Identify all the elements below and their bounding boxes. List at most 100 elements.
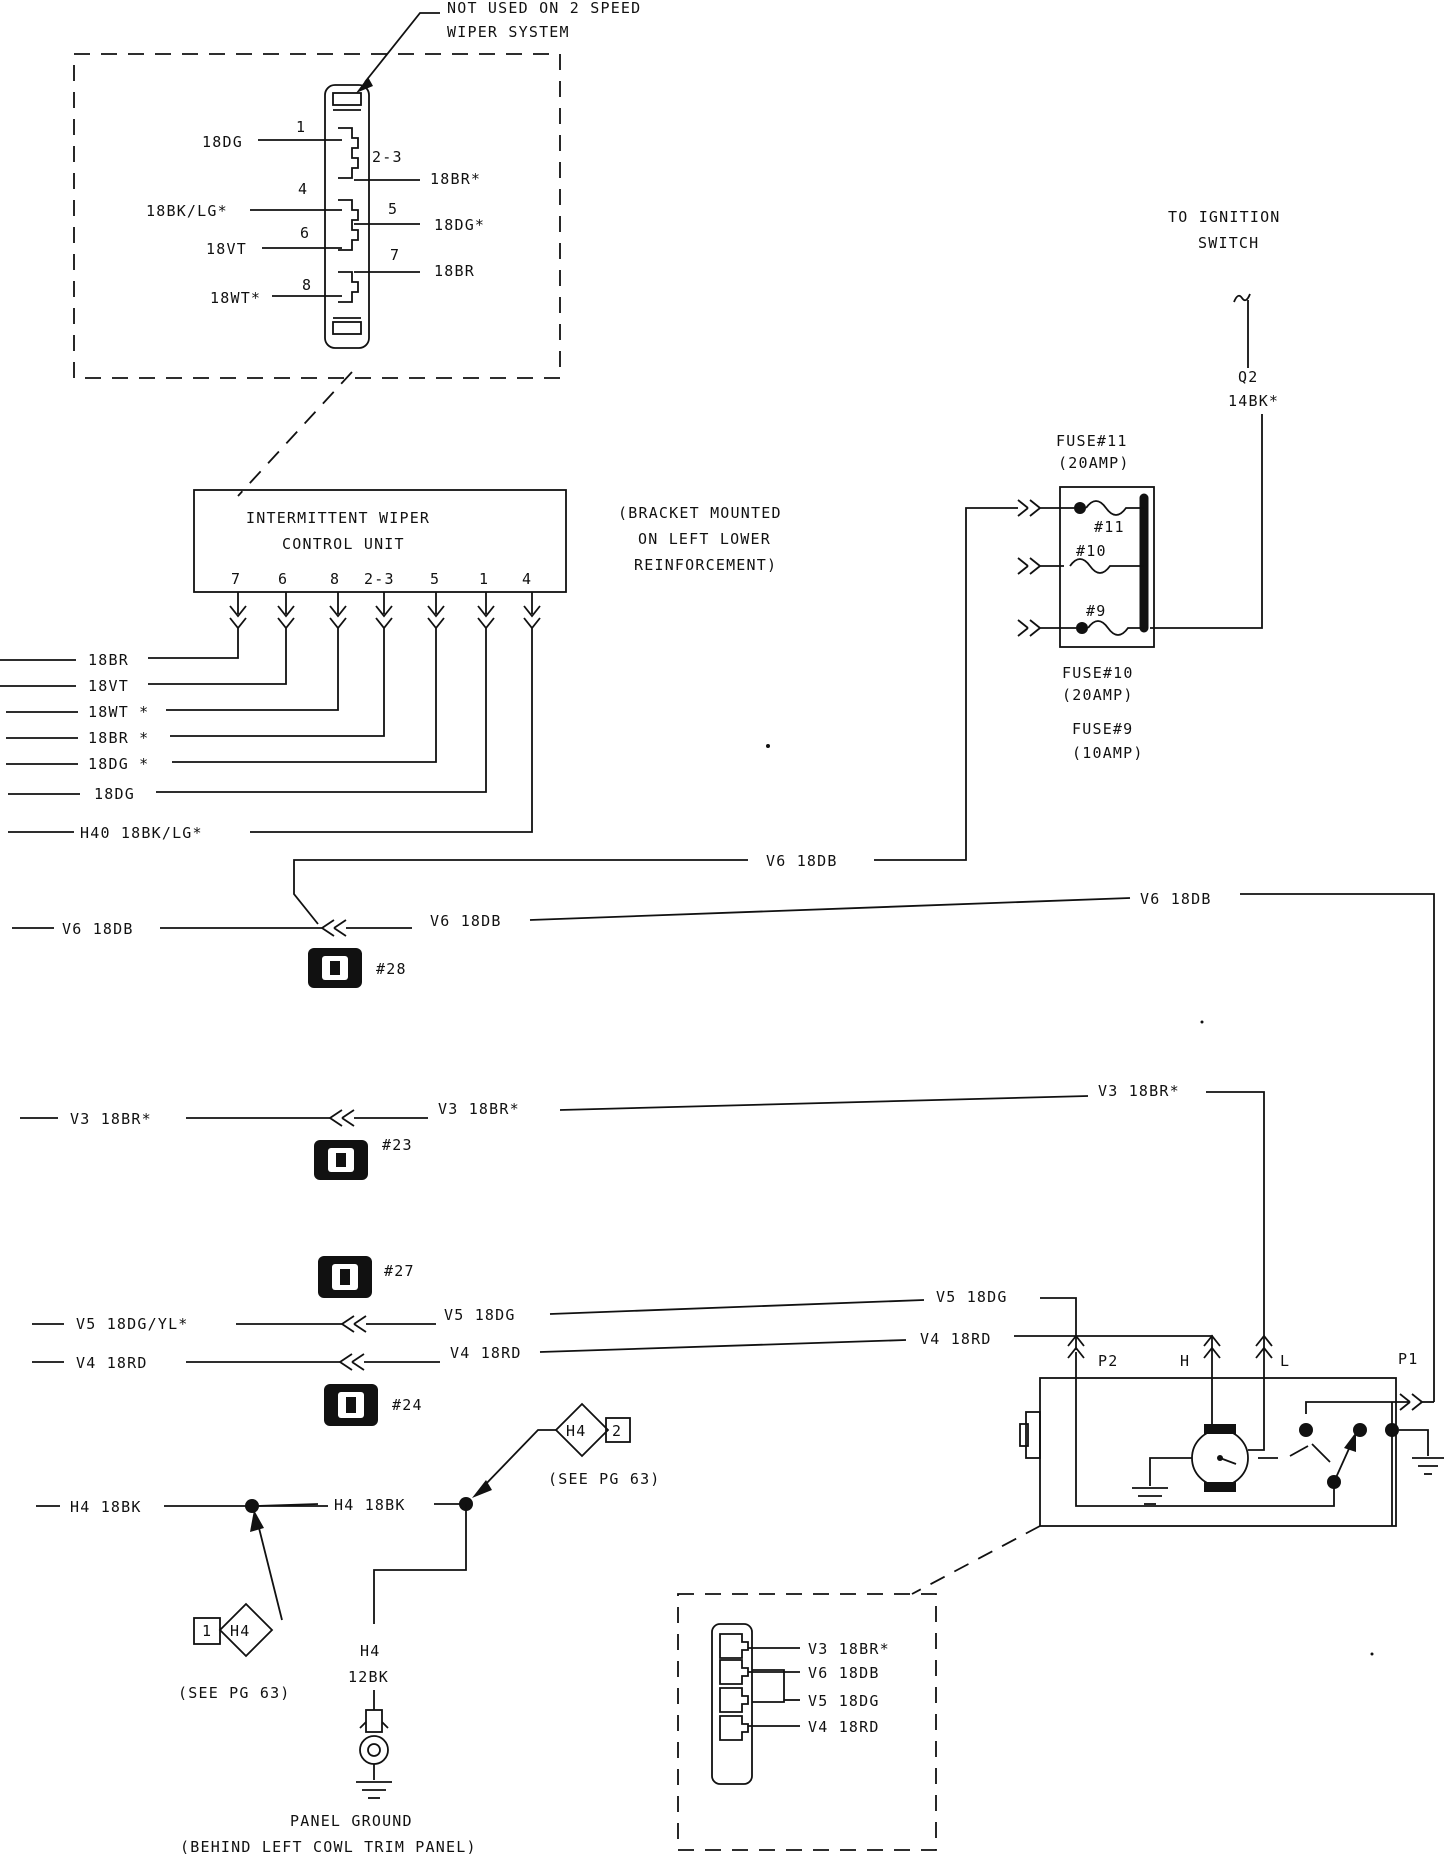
wire-label: V4 18RD — [76, 1354, 148, 1372]
bracket-note: (BRACKET MOUNTED ON LEFT LOWER REINFORCE… — [618, 504, 782, 574]
wire-label: V4 18RD — [450, 1344, 522, 1362]
wire-label: V6 18DB — [1140, 890, 1212, 908]
wire-label: V4 18RD — [920, 1330, 992, 1348]
wire-label: V3 18BR* — [438, 1100, 520, 1118]
note-text: (BRACKET MOUNTED — [618, 504, 782, 522]
ignition-switch-note: TO IGNITION SWITCH Q2 14BK* — [1150, 208, 1281, 629]
reference-note: (SEE PG 63) — [548, 1470, 661, 1488]
terminal-label: H — [1180, 1352, 1190, 1370]
wire-label: V3 18BR* — [70, 1110, 152, 1128]
fuse-number: #11 — [1094, 518, 1125, 536]
terminal-number: 5 — [430, 570, 440, 588]
pin-wire: V4 18RD — [808, 1718, 880, 1736]
splice-label: H4 — [566, 1422, 586, 1440]
pin-number: 8 — [302, 276, 312, 294]
wire-label: 12BK — [348, 1668, 389, 1686]
v3-circuit: V3 18BR* V3 18BR* V3 18BR* — [20, 1082, 1265, 1352]
pin-wire: V3 18BR* — [808, 1640, 890, 1658]
fuse-label: (10AMP) — [1072, 744, 1144, 762]
wire-label: V5 18DG — [936, 1288, 1008, 1306]
terminal-label: P1 — [1398, 1350, 1418, 1368]
wire-label: 18VT — [88, 677, 129, 695]
wire-label: V5 18DG — [444, 1306, 516, 1324]
switch-connector-detail: 1 18DG 2-3 18BR* 4 18BK/LG* 5 18DG* 6 18… — [73, 53, 561, 379]
fuse-label: (20AMP) — [1058, 454, 1130, 472]
not-used-note: NOT USED ON 2 SPEED WIPER SYSTEM — [356, 0, 641, 93]
fuse-block: FUSE#11 (20AMP) #11 #10 #9 FUSE#10 (20AM… — [1017, 432, 1155, 762]
pin-wire: 18WT* — [210, 289, 261, 307]
wire-label: 14BK* — [1228, 392, 1279, 410]
wire-label: 18WT * — [88, 703, 149, 721]
pin-number: 6 — [300, 224, 310, 242]
terminal-label: L — [1280, 1352, 1290, 1370]
connector-24: #24 — [324, 1384, 423, 1426]
connector-23: #23 — [314, 1136, 413, 1180]
control-unit-title: CONTROL UNIT — [282, 535, 405, 553]
wiper-motor: P2 H L P1 — [1019, 1334, 1444, 1527]
note-text: NOT USED ON 2 SPEED — [447, 0, 641, 17]
control-unit-wires: 18BR 18VT 18WT * 18BR * 18DG * 18DG H40 … — [0, 592, 541, 842]
fuse-label: FUSE#9 — [1072, 720, 1133, 738]
pin-wire: V6 18DB — [808, 1664, 880, 1682]
pin-number: 5 — [388, 200, 398, 218]
connector-label: #27 — [384, 1262, 415, 1280]
wire-label: H40 18BK/LG* — [80, 824, 203, 842]
fuse-label: (20AMP) — [1062, 686, 1134, 704]
wire-label: H4 18BK — [334, 1496, 406, 1514]
wire-label: 18DG — [94, 785, 135, 803]
pin-wire: 18DG* — [434, 216, 485, 234]
wire-label: H4 18BK — [70, 1498, 142, 1516]
pin-wire: 18BR* — [430, 170, 481, 188]
pin-wire: 18BR — [434, 262, 475, 280]
terminal-label: P2 — [1098, 1352, 1118, 1370]
connector-label: #28 — [376, 960, 407, 978]
circuit-label: Q2 — [1238, 368, 1258, 386]
pin-number: 4 — [298, 180, 308, 198]
h4-circuit: H4 18BK H4 18BK H4 12BK PANEL GROUND (BE… — [36, 1429, 556, 1856]
pin-number: 1 — [296, 118, 306, 136]
fuse-number: #10 — [1076, 542, 1107, 560]
v5-circuit: V5 18DG/YL* V5 18DG V5 18DG — [32, 1288, 1077, 1350]
fuse-label: FUSE#10 — [1062, 664, 1134, 682]
terminal-number: 4 — [522, 570, 532, 588]
terminal-number: 6 — [278, 570, 288, 588]
pin-wire: 18BK/LG* — [146, 202, 228, 220]
wire-label: V6 18DB — [766, 852, 838, 870]
note-text: REINFORCEMENT) — [634, 556, 777, 574]
terminal-number: 1 — [479, 570, 489, 588]
pin-wire: 18DG — [202, 133, 243, 151]
note-text: ON LEFT LOWER — [638, 530, 771, 548]
circuit-label: H4 — [360, 1642, 380, 1660]
note-text: TO IGNITION — [1168, 208, 1281, 226]
splice-label: 2 — [612, 1422, 622, 1440]
connector-label: #23 — [382, 1136, 413, 1154]
reference-note: (SEE PG 63) — [178, 1684, 291, 1702]
wire-label: 18BR — [88, 651, 129, 669]
splice-h4-1: 1 H4 (SEE PG 63) — [178, 1602, 291, 1702]
wire-label: 18BR * — [88, 729, 149, 747]
terminal-number: 7 — [231, 570, 241, 588]
terminal-number: 8 — [330, 570, 340, 588]
intermittent-wiper-control-unit: INTERMITTENT WIPER CONTROL UNIT 7 6 8 2-… — [193, 489, 567, 593]
pin-wire: V5 18DG — [808, 1692, 880, 1710]
fuse-number: #9 — [1086, 602, 1106, 620]
wire-label: 18DG * — [88, 755, 149, 773]
wire-label: V3 18BR* — [1098, 1082, 1180, 1100]
ground-label: PANEL GROUND — [290, 1812, 413, 1830]
v4-circuit: V4 18RD V4 18RD V4 18RD — [32, 1330, 1213, 1372]
fuse-label: FUSE#11 — [1056, 432, 1128, 450]
ground-label: (BEHIND LEFT COWL TRIM PANEL) — [180, 1838, 477, 1856]
splice-label: H4 — [230, 1622, 250, 1640]
pin-number: 2-3 — [372, 148, 403, 166]
splice-label: 1 — [202, 1622, 212, 1640]
splice-h4-2: H4 2 (SEE PG 63) — [548, 1402, 661, 1488]
connector-label: #24 — [392, 1396, 423, 1414]
wire-label: V5 18DG/YL* — [76, 1315, 189, 1333]
note-text: SWITCH — [1198, 234, 1259, 252]
wire-label: V6 18DB — [430, 912, 502, 930]
motor-connector-detail: V3 18BR* V6 18DB V5 18DG V4 18RD — [677, 1593, 937, 1851]
pin-number: 7 — [390, 246, 400, 264]
pin-wire: 18VT — [206, 240, 247, 258]
control-unit-title: INTERMITTENT WIPER — [246, 509, 430, 527]
